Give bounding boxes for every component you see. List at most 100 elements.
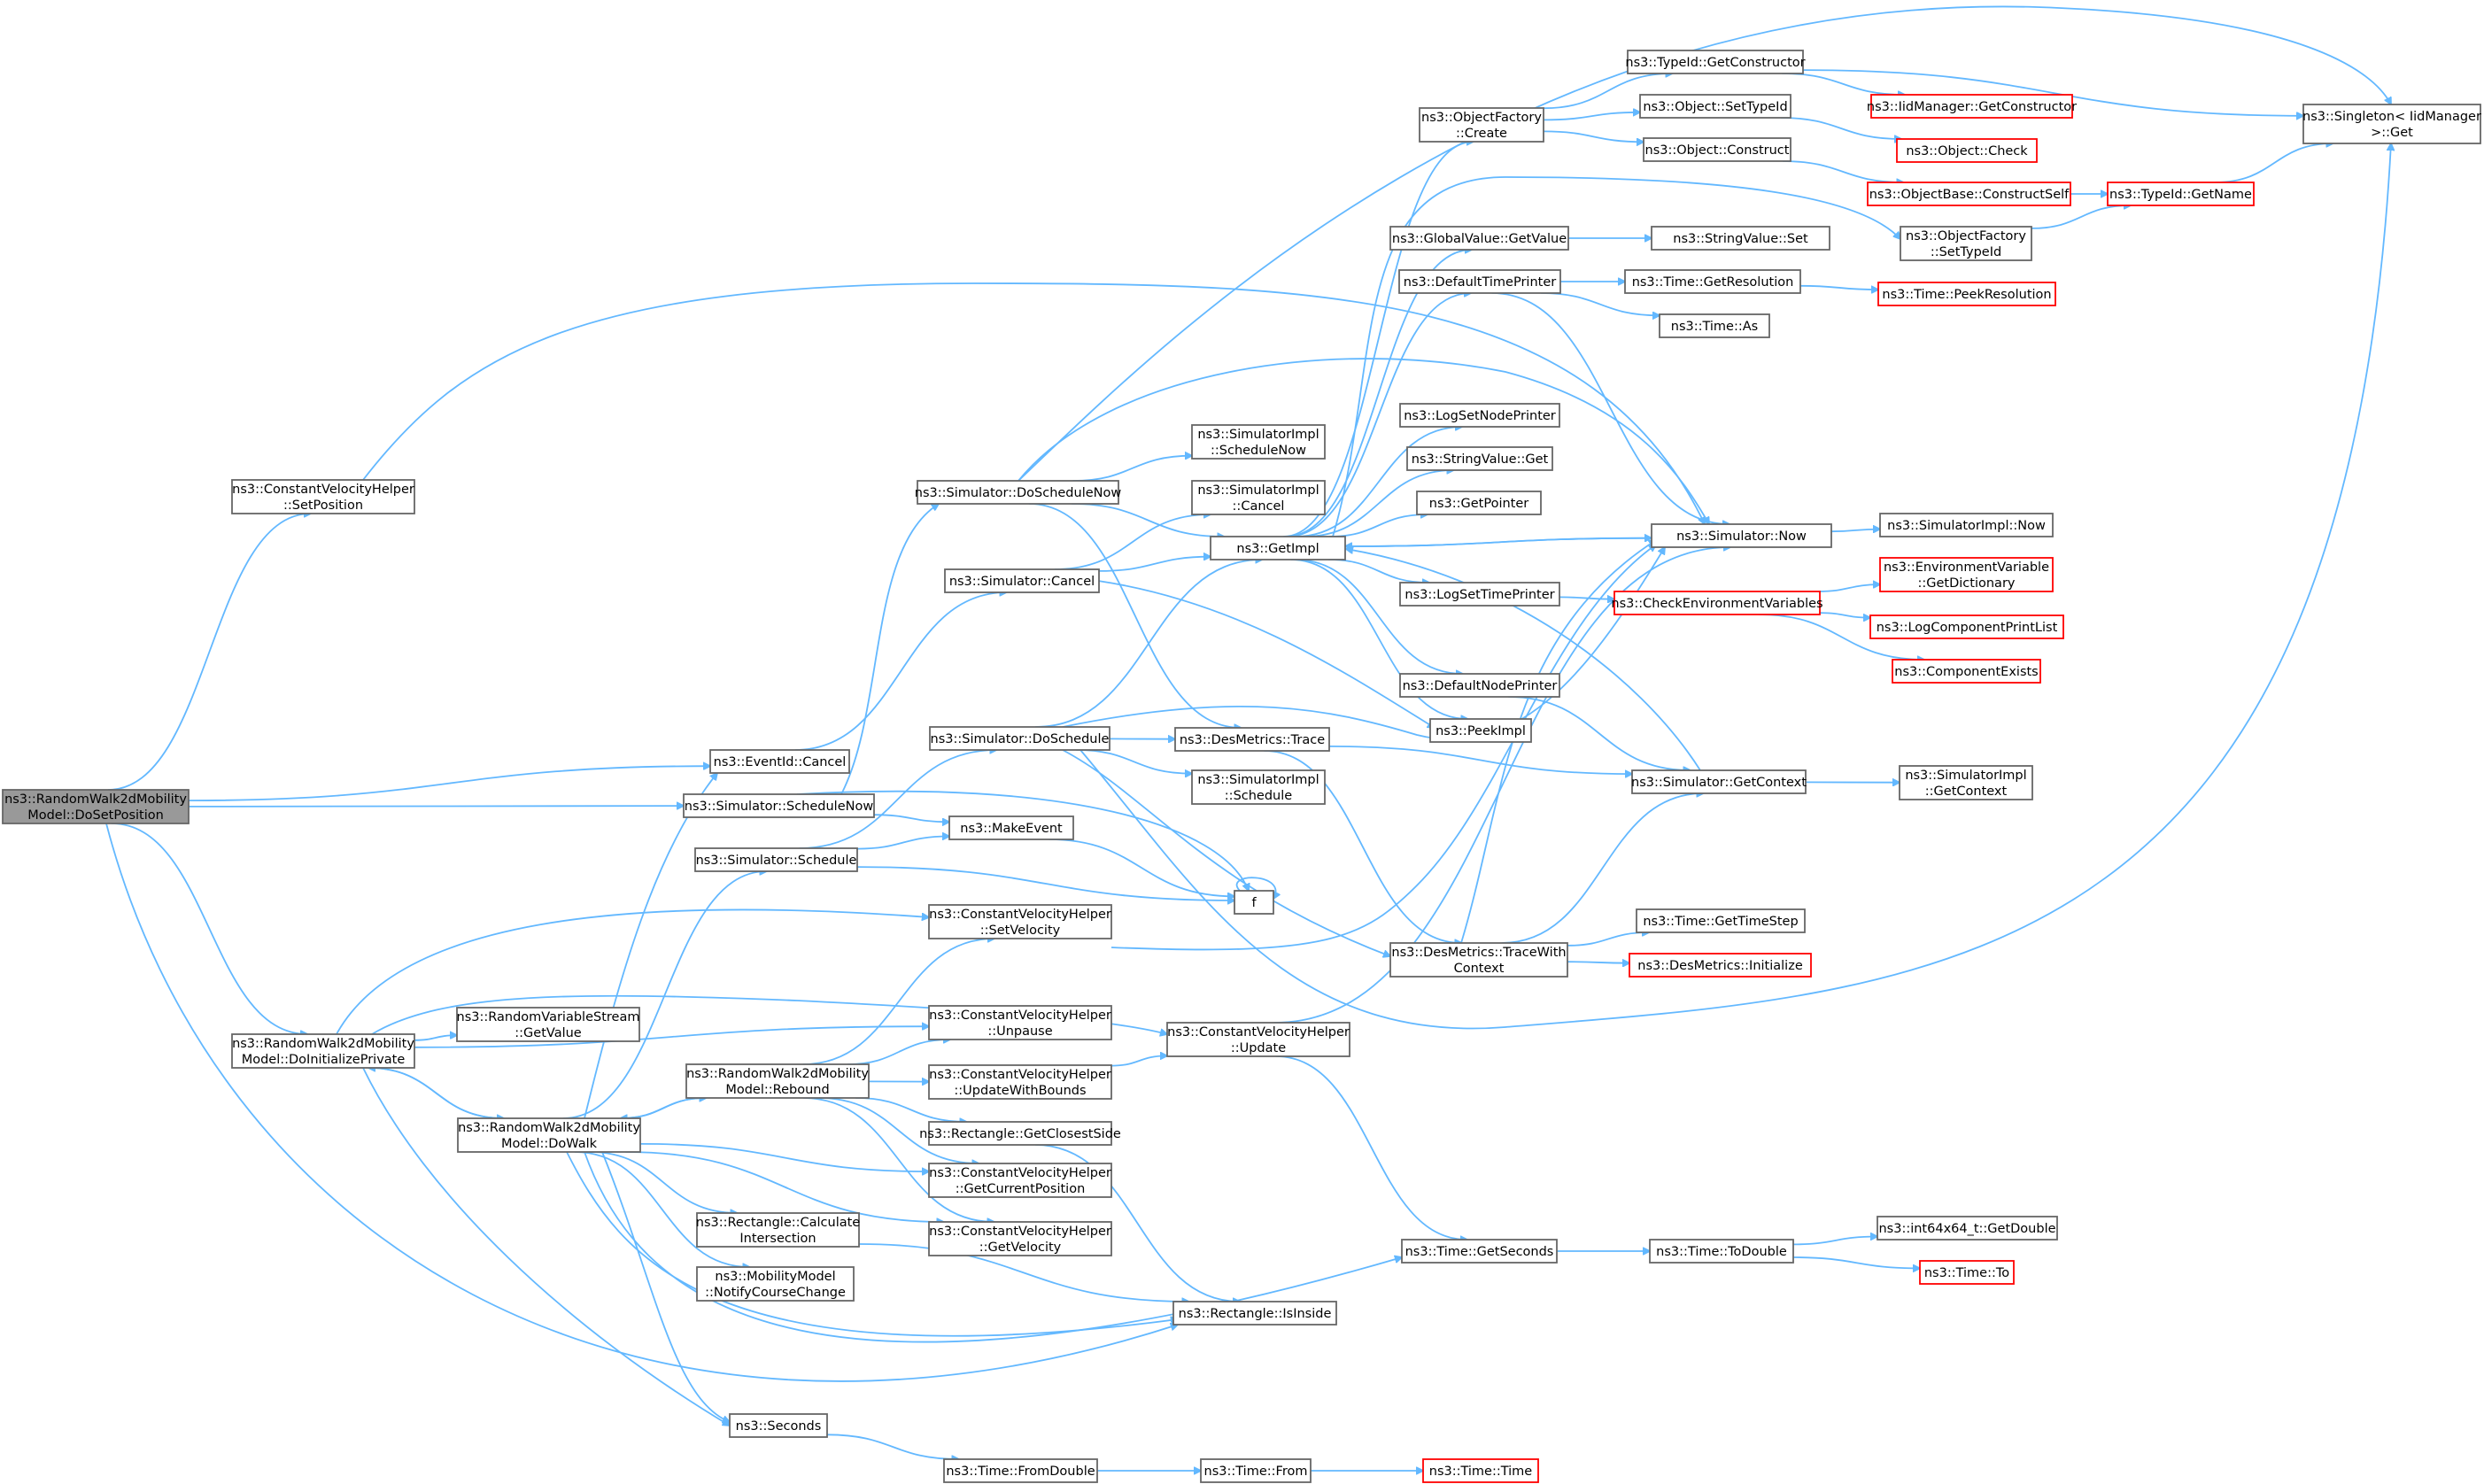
node-mobility_notify[interactable]: ns3::MobilityModel::NotifyCourseChange (696, 1266, 855, 1302)
node-cvh_updatewithbounds[interactable]: ns3::ConstantVelocityHelper::UpdateWithB… (928, 1064, 1112, 1100)
node-label: ns3::TypeId::GetConstructor (1625, 56, 1805, 70)
node-time_peekresolution[interactable]: ns3::Time::PeekResolution (1877, 282, 2056, 306)
node-cvh_setvelocity[interactable]: ns3::ConstantVelocityHelper::SetVelocity (928, 904, 1112, 939)
node-logsetnodeprinter[interactable]: ns3::LogSetNodePrinter (1399, 403, 1560, 428)
node-time_time[interactable]: ns3::Time::Time (1422, 1458, 1539, 1483)
node-box (1210, 536, 1346, 560)
node-root[interactable]: ns3::RandomWalk2dMobilityModel::DoSetPos… (2, 789, 190, 824)
node-rect_isinside[interactable]: ns3::Rectangle::IsInside (1172, 1301, 1337, 1326)
node-objfactory_create[interactable]: ns3::ObjectFactory::Create (1419, 107, 1544, 143)
node-rvs_getvalue[interactable]: ns3::RandomVariableStream::GetValue (456, 1007, 640, 1042)
node-label: ns3::SimulatorImpl (1905, 769, 2026, 783)
node-objfactory_settypeid[interactable]: ns3::ObjectFactory::SetTypeId (1900, 226, 2032, 261)
node-sim_getcontext[interactable]: ns3::Simulator::GetContext (1631, 769, 1807, 794)
node-label: ns3::MakeEvent (960, 822, 1063, 836)
node-box (1867, 182, 2071, 206)
node-desmetrics_trace[interactable]: ns3::DesMetrics::Trace (1174, 727, 1330, 752)
node-stringvalue_set[interactable]: ns3::StringValue::Set (1651, 226, 1830, 251)
node-label: ns3::DefaultNodePrinter (1403, 679, 1558, 693)
node-globalvalue_getvalue[interactable]: ns3::GlobalValue::GetValue (1389, 226, 1569, 251)
node-object_settypeid[interactable]: ns3::Object::SetTypeId (1639, 94, 1791, 119)
node-cvh_getcurrentposition[interactable]: ns3::ConstantVelocityHelper::GetCurrentP… (928, 1163, 1112, 1198)
node-defaulttimeprinter[interactable]: ns3::DefaultTimePrinter (1398, 269, 1561, 294)
node-f[interactable]: f (1234, 890, 1274, 915)
node-label: ns3::Simulator::Now (1676, 529, 1807, 544)
node-time_from[interactable]: ns3::Time::From (1200, 1458, 1312, 1483)
node-time_as[interactable]: ns3::Time::As (1659, 313, 1770, 338)
node-makeevent[interactable]: ns3::MakeEvent (948, 815, 1074, 840)
node-box (1398, 269, 1561, 294)
node-time_gettimestep[interactable]: ns3::Time::GetTimeStep (1636, 908, 1806, 933)
node-simimpl_now[interactable]: ns3::SimulatorImpl::Now (1879, 513, 2054, 537)
node-sim_schedule[interactable]: ns3::Simulator::Schedule (694, 847, 858, 872)
node-label: ns3::StringValue::Get (1412, 452, 1549, 467)
edge-root-to-eventid_cancel (188, 766, 710, 801)
node-typeid_getconstructor[interactable]: ns3::TypeId::GetConstructor (1625, 50, 1806, 74)
node-time_getseconds[interactable]: ns3::Time::GetSeconds (1401, 1239, 1558, 1264)
node-typeid_getname[interactable]: ns3::TypeId::GetName (2107, 182, 2255, 206)
node-label: ::Cancel (1233, 499, 1285, 514)
node-logcomponentprintlist[interactable]: ns3::LogComponentPrintList (1869, 614, 2064, 639)
node-label: ns3::Object::SetTypeId (1643, 100, 1787, 114)
node-simimpl_schedule[interactable]: ns3::SimulatorImpl::Schedule (1191, 769, 1326, 805)
node-box (1624, 269, 1801, 294)
node-cvh_update[interactable]: ns3::ConstantVelocityHelper::Update (1166, 1022, 1350, 1057)
node-stringvalue_get[interactable]: ns3::StringValue::Get (1406, 446, 1553, 471)
node-simimpl_cancel[interactable]: ns3::SimulatorImpl::Cancel (1191, 480, 1326, 515)
node-peekimpl[interactable]: ns3::PeekImpl (1429, 718, 1532, 743)
edge-sim_doschedule-to-getimpl (1035, 560, 1262, 728)
node-eventid_cancel[interactable]: ns3::EventId::Cancel (709, 749, 850, 774)
node-time_getresolution[interactable]: ns3::Time::GetResolution (1624, 269, 1801, 294)
node-time_fromdouble[interactable]: ns3::Time::FromDouble (943, 1458, 1098, 1483)
edge-typeid_getconstructor-to-iidmanager_getconstructor (1782, 73, 1905, 95)
edge-sim_doschedule-to-simulator_now (1062, 547, 1665, 740)
node-label: ns3::PeekImpl (1435, 724, 1526, 738)
node-cvh_getvelocity[interactable]: ns3::ConstantVelocityHelper::GetVelocity (928, 1221, 1112, 1256)
node-getpointer[interactable]: ns3::GetPointer (1416, 491, 1542, 515)
edge-rw_doinitprivate-to-cvh_unpause (414, 1026, 929, 1048)
node-iidmanager_getconstructor[interactable]: ns3::IidManager::GetConstructor (1867, 94, 2077, 119)
node-rect_getclosestside[interactable]: ns3::Rectangle::GetClosestSide (919, 1121, 1121, 1146)
edge-sim_schedule-to-makeevent (856, 837, 949, 850)
node-checkenvvars[interactable]: ns3::CheckEnvironmentVariables (1611, 591, 1823, 615)
node-object_construct[interactable]: ns3::Object::Construct (1643, 137, 1791, 162)
node-simimpl_schedulenow[interactable]: ns3::SimulatorImpl::ScheduleNow (1191, 424, 1326, 460)
node-componentexists[interactable]: ns3::ComponentExists (1892, 659, 2041, 684)
node-defaultnodeprinter[interactable]: ns3::DefaultNodePrinter (1399, 673, 1560, 698)
node-seconds[interactable]: ns3::Seconds (729, 1413, 828, 1438)
node-cvh_setpos[interactable]: ns3::ConstantVelocityHelper::SetPosition (231, 479, 415, 514)
node-box (1422, 1458, 1539, 1483)
node-simimpl_getcontext[interactable]: ns3::SimulatorImpl::GetContext (1899, 765, 2033, 800)
node-object_check[interactable]: ns3::Object::Check (1896, 138, 2038, 163)
node-simulator_now[interactable]: ns3::Simulator::Now (1651, 523, 1832, 548)
node-singleton_get[interactable]: ns3::Singleton< IidManager>::Get (2302, 104, 2481, 144)
node-time_to[interactable]: ns3::Time::To (1919, 1260, 2015, 1285)
node-sim_cancel[interactable]: ns3::Simulator::Cancel (944, 568, 1100, 593)
node-envvar_getdict[interactable]: ns3::EnvironmentVariable::GetDictionary (1879, 557, 2054, 592)
edge-sim_doschedule-to-singleton_get (1079, 143, 2391, 1030)
node-logsettimeprinter[interactable]: ns3::LogSetTimePrinter (1399, 582, 1560, 607)
node-label: ::GetValue (515, 1026, 582, 1040)
node-cvh_unpause[interactable]: ns3::ConstantVelocityHelper::Unpause (928, 1005, 1112, 1040)
node-box (928, 1163, 1112, 1198)
node-box (929, 726, 1110, 751)
node-sim_doschedulenow[interactable]: ns3::Simulator::DoScheduleNow (915, 480, 1122, 505)
node-time_todouble[interactable]: ns3::Time::ToDouble (1649, 1239, 1794, 1264)
node-box (683, 793, 875, 818)
node-sim_schedulenow[interactable]: ns3::Simulator::ScheduleNow (683, 793, 875, 818)
node-objectbase_constructself[interactable]: ns3::ObjectBase::ConstructSelf (1867, 182, 2071, 206)
node-desmetrics_initialize[interactable]: ns3::DesMetrics::Initialize (1629, 953, 1812, 978)
node-int64x64_getdouble[interactable]: ns3::int64x64_t::GetDouble (1877, 1216, 2058, 1241)
node-sim_doschedule[interactable]: ns3::Simulator::DoSchedule (929, 726, 1110, 751)
node-rw_doinitprivate[interactable]: ns3::RandomWalk2dMobilityModel::DoInitia… (231, 1033, 415, 1069)
node-getimpl[interactable]: ns3::GetImpl (1210, 536, 1346, 560)
node-label: ::ScheduleNow (1211, 444, 1306, 458)
edge-rw_rebound-to-cvh_setvelocity (802, 939, 994, 1065)
node-label: ::Schedule (1225, 789, 1292, 803)
node-box (1613, 591, 1821, 615)
node-label: ns3::DefaultTimePrinter (1404, 275, 1556, 290)
